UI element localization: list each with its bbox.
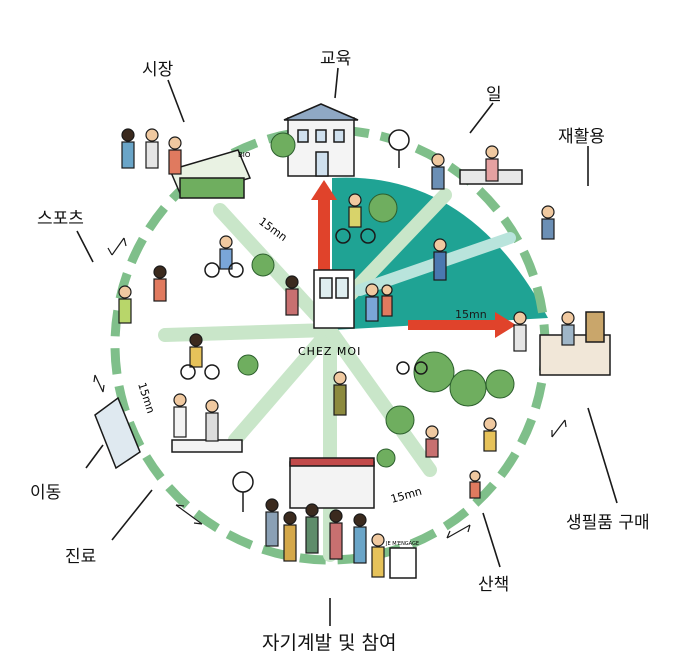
spokes: [158, 188, 452, 562]
double-arrows: [93, 237, 567, 539]
time-label-w: 15mn: [135, 381, 157, 415]
label-walk: 산책: [478, 575, 510, 595]
time-label-nw: 15mn: [256, 215, 289, 244]
time-label-e: 15mn: [455, 308, 487, 321]
home-booth: [313, 269, 355, 329]
label-self-development: 자기계발 및 참여: [262, 632, 397, 654]
label-mobility: 이동: [30, 483, 62, 503]
market-stall: [168, 149, 252, 199]
red-arrow-right: [408, 312, 516, 338]
leader-lines: [76, 67, 618, 626]
label-work: 일: [486, 85, 502, 105]
shop-counter: [539, 311, 611, 376]
center-label: CHEZ MOI: [298, 345, 361, 358]
metro-sign-top: [388, 129, 410, 168]
school-building: [283, 103, 359, 177]
label-sports: 스포츠: [37, 209, 84, 229]
clinic-desk: [171, 439, 243, 453]
metro-sign-bottom: [232, 471, 254, 512]
label-medical: 진료: [65, 547, 97, 567]
stall-sign: BIO: [238, 151, 251, 159]
label-shopping: 생필품 구매: [566, 513, 650, 533]
people: [118, 128, 575, 578]
bicycles: [180, 228, 428, 380]
time-label-s: 15mn: [389, 485, 423, 506]
stage: [289, 457, 375, 509]
transport-shelter: [94, 396, 141, 470]
label-market: 시장: [142, 60, 174, 80]
label-recycling: 재활용: [558, 127, 605, 147]
engage-sign: JE M'ENGAGE: [385, 541, 419, 547]
label-education: 교육: [320, 49, 352, 69]
ballot-box: [389, 547, 417, 579]
